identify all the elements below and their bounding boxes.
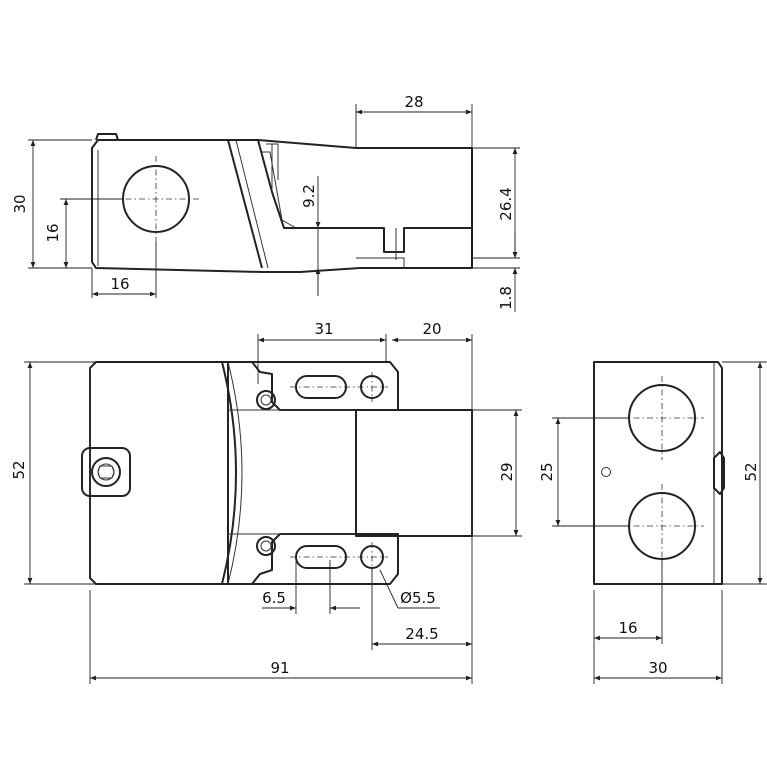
dim-end-hole-offset: 16 (618, 619, 637, 637)
end-view (593, 361, 725, 585)
front-view-dimensions: 31 20 52 29 6.5 Ø5.5 24.5 91 (10, 320, 522, 684)
dim-front-height: 52 (10, 460, 28, 479)
dim-side-total-height: 30 (11, 194, 29, 213)
front-view (81, 361, 473, 585)
side-view (91, 133, 473, 273)
end-view-dimensions: 25 52 16 30 (538, 361, 767, 684)
dim-hole-to-end: 24.5 (405, 625, 438, 643)
dim-side-hole-offset: 16 (110, 275, 129, 293)
dim-end-height: 52 (742, 462, 760, 481)
dim-end-width: 30 (648, 659, 667, 677)
dim-top-hole-spacing: 31 (314, 320, 333, 338)
dim-side-base-gap: 1.8 (497, 286, 515, 310)
dim-side-hole-height: 16 (44, 223, 62, 242)
dim-top-right-offset: 20 (422, 320, 441, 338)
dim-side-right-height: 26.4 (497, 187, 515, 220)
dim-front-right-height: 29 (498, 462, 516, 481)
dim-end-hole-spacing: 25 (538, 462, 556, 481)
dim-hole-diameter: Ø5.5 (400, 589, 436, 607)
side-view-dimensions: 30 16 16 9.2 28 26.4 1.8 (11, 93, 520, 312)
dim-side-slot-depth: 9.2 (300, 184, 318, 208)
dim-total-length: 91 (270, 659, 289, 677)
dim-side-right-width: 28 (404, 93, 423, 111)
dim-slot-length: 6.5 (262, 589, 286, 607)
